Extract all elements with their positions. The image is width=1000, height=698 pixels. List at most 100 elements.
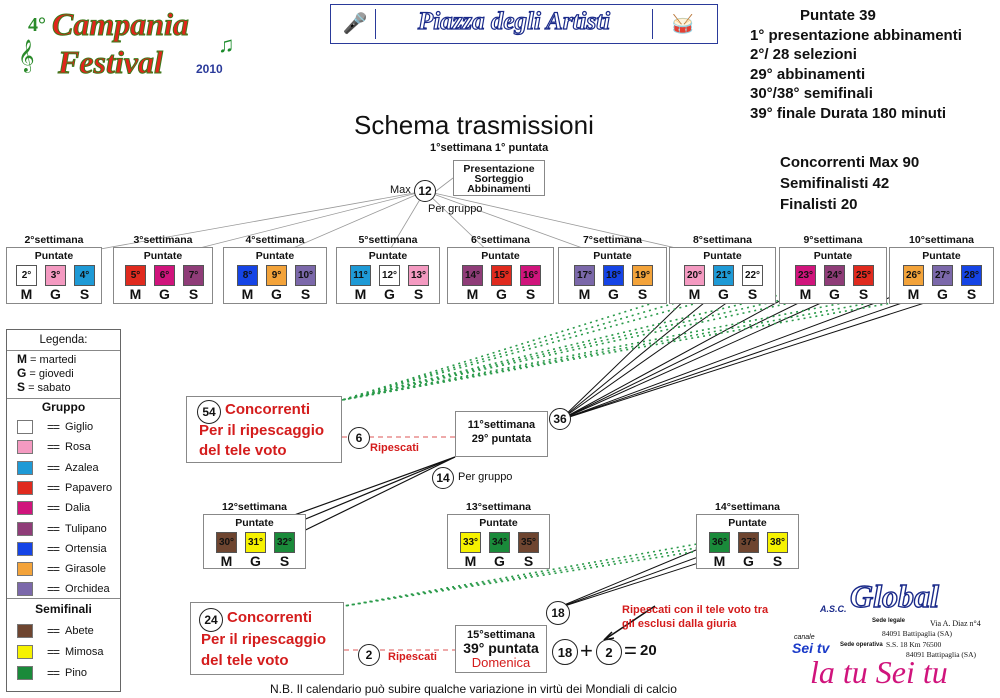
sede-legale-label: Sede legale [872,618,906,624]
connector-line [341,289,851,401]
semi-week-episode-cell: 38° [767,532,788,553]
week-title: 4°settimana [245,234,305,246]
legend-color-row: ==Pino [17,665,87,681]
week-day-label: M [129,286,142,302]
ripescaggio2-count: 24 [199,608,223,632]
equation-plus: + [580,638,593,663]
connector-line [559,289,721,421]
week-episode-cell: 4° [74,265,95,286]
semi-week-episode-cell: 37° [738,532,759,553]
legend-color-name: Girasole [65,563,106,576]
week15-sub: 39° puntata [463,640,539,656]
connector-line [341,289,721,401]
semi-week-day-label: G [743,553,754,569]
info-line: 39° finale Durata 180 minuti [750,104,947,122]
legend-swatch [17,440,33,455]
equation-a: 18 [552,639,578,665]
week-title: 7°settimana [582,234,643,246]
connector-line [435,177,454,192]
week-puntate-label: Puntate [34,250,74,262]
ripescaggio2-line: Per il ripescaggio [201,631,327,648]
legend-color-row: ==Papavero [17,480,112,496]
competitor-line: Semifinalisti 42 [780,175,890,192]
week-day-label: G [496,286,507,302]
ripescati-note: Ripescati con il tele voto tra gli esclu… [622,603,768,631]
connector-line [559,289,966,421]
week-episode-cell: 22° [742,265,763,286]
week-day-label: S [637,286,648,302]
week-day-label: G [937,286,948,302]
semi-title: Semifinali [35,602,92,616]
week11-box: 11°settimana 29° puntata [455,411,548,457]
week-day-label: S [413,286,424,302]
week-episode-cell: 14° [462,265,483,286]
week-day-label: M [20,286,33,302]
week-day-label: S [525,286,536,302]
legend-swatch [17,480,33,495]
week1-line: Presentazione [463,163,535,175]
connector-line [559,289,941,421]
week-day-label: S [79,286,90,302]
info-block: Puntate 39 1° presentazione abbinamenti … [750,6,962,123]
sede-legale: Via A. Diaz n°4 [930,619,981,628]
week11-in-circle: 36 [549,408,571,430]
equation-eq: = [624,638,637,663]
legend-color-row: ==Rosa [17,439,91,455]
ase-label: A.S.C. [820,604,847,614]
ripescati1-label: Ripescati [370,442,419,454]
semi-week-title: 12°settimana [222,501,287,513]
week-day-label: M [799,286,812,302]
connector-line [603,605,656,641]
semi-week-day-label: S [279,553,290,569]
week-day-label: M [907,286,920,302]
festival-logo: 4° Campania Festival 2010 𝄞 ♫ [18,4,278,84]
week-episode-cell: 27° [932,265,953,286]
schema-title: Schema trasmissioni [354,110,594,140]
connector-line [341,289,801,401]
week-episode-cell: 25° [853,265,874,286]
week-episode-cell: 26° [903,265,924,286]
week-episode-cell: 28° [961,265,982,286]
ripescaggio1-line: Concorrenti [225,401,311,418]
week-day-label: M [688,286,701,302]
semi-week-day-label: G [250,553,261,569]
week-episode-cell: 7° [183,265,204,286]
ripescaggio1-box: 54 Concorrenti Per il ripescaggio del te… [186,396,342,463]
sede-operativa-label: Sede operativa [840,642,883,648]
connector-line [341,289,911,401]
semi-week-episode-cell: 32° [274,532,295,553]
week-puntate-label: Puntate [143,250,183,262]
legend-color-name: Abete [65,625,94,637]
semi-week-puntate-label: Puntate [235,517,274,529]
connector-line [559,289,826,421]
global-logo: Global [849,577,939,614]
week-episode-cell: 24° [824,265,845,286]
week-title: 10°settimana [909,234,974,246]
week-day-label: M [241,286,254,302]
ripescaggio1-line: del tele voto [199,442,287,459]
legend-color-row: ==Abete [17,623,94,639]
legend-color-name: Dalia [65,502,91,515]
semi-week-episode-cell: 35° [518,532,539,553]
connector-line [559,289,851,421]
legend-color-name: Rosa [65,441,91,454]
ripescaggio1-count: 54 [197,400,221,424]
legend-color-name: Azalea [65,461,99,474]
ripescaggio2-line: Concorrenti [227,609,313,626]
week-episode-cell: 10° [295,265,316,286]
semi-week-day-label: S [772,553,783,569]
legend-swatch [17,521,33,536]
festival-number: 4° [28,14,46,36]
week-episode-cell: 3° [45,265,66,286]
festival-line1: Campania [52,6,190,43]
info-line: 29° abbinamenti [750,65,866,83]
week-episode-cell: 8° [237,265,258,286]
week-episode-cell: 18° [603,265,624,286]
banner-title: Piazza degli Artisti [417,7,611,35]
week15-title: 15°settimana [467,629,535,641]
